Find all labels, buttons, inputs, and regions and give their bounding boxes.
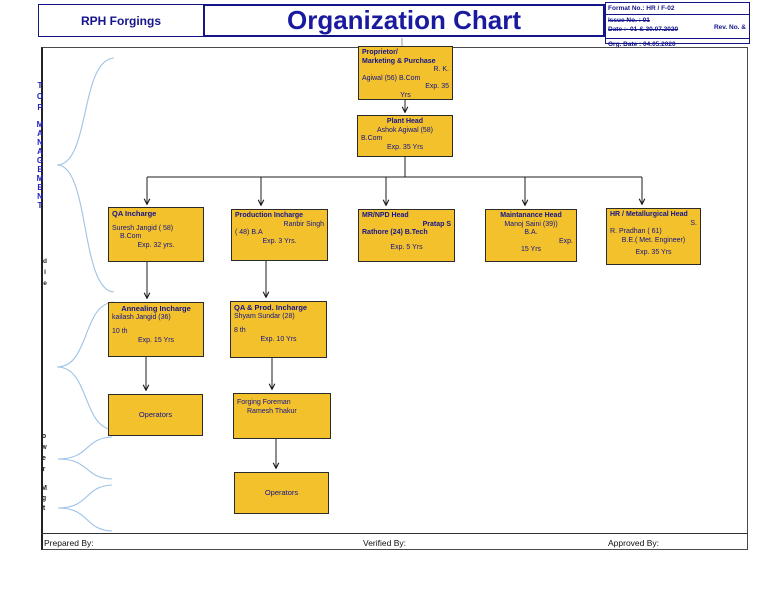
qualification: B.Com [120, 233, 142, 241]
person-name: Suresh Jangid ( 58) [112, 224, 174, 232]
rev-no: Rev. No. & [713, 24, 746, 31]
meta-date: Date :- 01 & 30.07.2020 [608, 26, 679, 33]
org-box-annealing-incharge: Annealing Incharge kailash Jangid (36) 1… [108, 302, 204, 357]
experience: Exp. 3 Yrs. [262, 237, 297, 245]
sidebar-management-label: M A N A G E M E N T [36, 120, 44, 210]
person-initial: S. [690, 219, 697, 227]
role-title: Operators [264, 487, 299, 497]
org-box-forging-foreman: Forging Foreman Ramesh Thakur [233, 393, 331, 439]
experience-part1: Exp. 35 [425, 83, 449, 91]
person-name-part1: Pratap S [422, 220, 451, 228]
sidebar-mid-label: d l e [43, 258, 47, 287]
person-name: kailash Jangid (36) [112, 313, 171, 321]
qualification: 10 th [112, 328, 128, 336]
role-title: Annealing Incharge [121, 304, 191, 313]
verified-by-label: Verified By: [363, 538, 406, 548]
person-name: Ramesh Thakur [247, 407, 297, 415]
person-name: Ranbir Singh [283, 220, 324, 228]
experience: Exp. 35 Yrs [635, 249, 672, 257]
experience-part2: 15 Yrs [520, 246, 542, 254]
header-title-cell: Organization Chart [203, 4, 605, 37]
role-title: HR / Metallurgical Head [610, 211, 688, 218]
role-title: Production Incharge [235, 212, 304, 219]
experience-part2: Yrs [400, 91, 411, 99]
org-box-hr-metallurgical-head: HR / Metallurgical Head S. R. Pradhan ( … [606, 208, 701, 265]
org-box-operators-bottom: Operators [234, 472, 329, 514]
person-name: Manoj Saini (39)) [504, 220, 558, 228]
format-no: Format No.: HR / F-02 [606, 3, 749, 15]
sidebar-lower-label: o w e r [41, 433, 47, 473]
header-company-cell: RPH Forgings [38, 4, 204, 37]
sidebar-top-label: T O P [36, 81, 44, 112]
role-title: QA Incharge [112, 209, 157, 218]
qualification: B.A. [524, 229, 538, 237]
company-name: RPH Forgings [81, 13, 161, 28]
age-qualification: ( 48) B.A [235, 229, 263, 237]
person-name-part2: Rathore (24) B.Tech [362, 229, 428, 237]
person-name: Shyam Sundar (28) [234, 312, 295, 320]
role-title: Proprietor/ [362, 49, 398, 56]
org-box-qa-incharge: QA Incharge Suresh Jangid ( 58) B.Com Ex… [108, 207, 204, 262]
issue-no: Issue No. : 01 [608, 17, 650, 24]
qualification: B.Com [361, 135, 383, 143]
qualification: B.E.( Met. Engineer) [621, 236, 686, 244]
approved-by-label: Approved By: [608, 538, 660, 548]
meta-middle-row: Issue No. : 01 Date :- 01 & 30.07.2020 R… [606, 15, 749, 39]
header-meta-box: Format No.: HR / F-02 Issue No. : 01 Dat… [605, 2, 750, 48]
experience: Exp. 5 Yrs [390, 243, 423, 251]
org-box-qa-prod-incharge: QA & Prod. Incharge Shyam Sundar (28) 8 … [230, 301, 327, 358]
org-box-operators-left: Operators [108, 394, 203, 436]
person-name-part2: Agiwal (56) B.Com [362, 74, 421, 82]
experience: Exp. 35 Yrs [386, 143, 424, 151]
qualification: 8 th [234, 327, 246, 335]
role-title: QA & Prod. Incharge [234, 303, 308, 312]
person-name: Ashok Agiwal (58) [376, 126, 434, 134]
page-title: Organization Chart [286, 5, 521, 35]
role-title: Operators [138, 409, 173, 419]
footer-divider [41, 533, 748, 534]
role-title-2: Marketing & Purchase [362, 57, 436, 65]
org-box-plant-head: Plant Head Ashok Agiwal (58) B.Com Exp. … [357, 115, 453, 157]
role-title: Forging Foreman [237, 399, 291, 406]
experience: Exp. 10 Yrs [260, 335, 297, 343]
prepared-by-label: Prepared By: [44, 538, 94, 548]
experience: Exp. 32 yrs. [137, 241, 175, 249]
experience-part1: Exp. [558, 237, 573, 245]
experience: Exp. 15 Yrs [137, 336, 175, 344]
role-title: MR/NPD Head [362, 212, 409, 219]
person-name-part1: R. K. [433, 66, 449, 74]
org-date: Org. Date : 04.05.2020 [608, 41, 676, 48]
org-box-production-incharge: Production Incharge Ranbir Singh ( 48) B… [231, 209, 328, 261]
org-box-proprietor: Proprietor/ Marketing & Purchase R. K. A… [358, 46, 453, 100]
sidebar-mgt-label: M g t [41, 485, 47, 512]
role-title: Maintanance Head [500, 212, 562, 219]
role-title: Plant Head [386, 118, 424, 125]
person-name: R. Pradhan ( 61) [610, 228, 662, 236]
org-box-maintenance-head: Maintanance Head Manoj Saini (39)) B.A. … [485, 209, 577, 262]
org-box-mr-npd-head: MR/NPD Head Pratap S Rathore (24) B.Tech… [358, 209, 455, 262]
